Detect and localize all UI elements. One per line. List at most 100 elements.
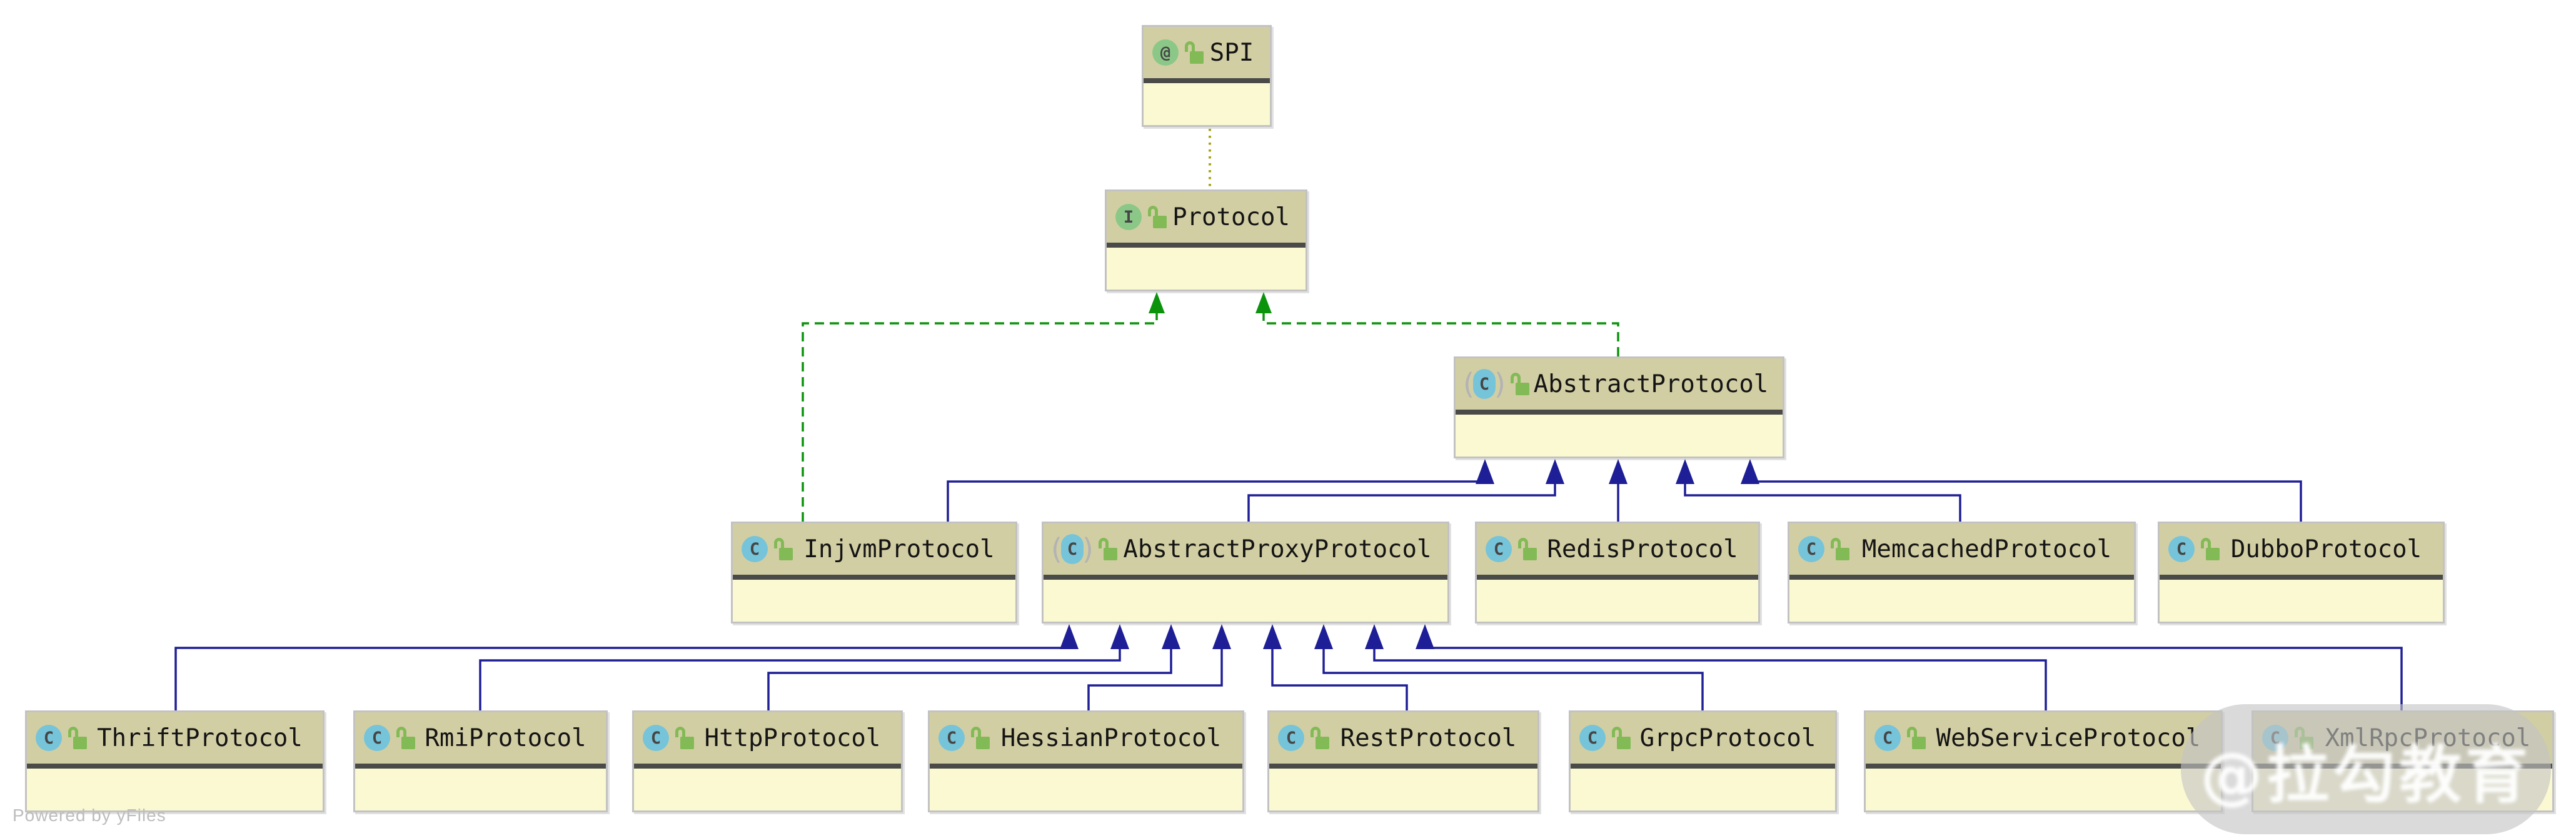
uml-node-hessian-protocol[interactable]: ( C ) HessianProtocol [928, 710, 1244, 812]
node-label: Protocol [1172, 203, 1290, 231]
node-label: RmiProtocol [425, 724, 586, 752]
node-body-compartment [1044, 580, 1447, 622]
node-header: ( C ) AbstractProtocol [1456, 358, 1783, 415]
abstract-class-icon: ( C ) [1463, 367, 1506, 401]
class-icon: ( C ) [1486, 536, 1512, 562]
stereotype-badge: C [1874, 725, 1901, 751]
stereotype-badge: C [1472, 369, 1496, 399]
stereotype-badge: C [1278, 725, 1304, 751]
node-header: ( C ) RedisProtocol [1477, 523, 1758, 580]
abstract-paren-left: ( [1463, 367, 1474, 401]
node-header: ( @ ) SPI [1144, 27, 1270, 83]
stereotype-badge: C [1486, 536, 1512, 562]
abstract-class-icon: ( C ) [1051, 534, 1094, 564]
node-header: ( C ) RmiProtocol [355, 712, 606, 769]
node-body-compartment [1456, 415, 1783, 457]
class-icon: ( C ) [643, 725, 669, 751]
node-header: ( C ) ThriftProtocol [27, 712, 323, 769]
node-label: HttpProtocol [704, 724, 881, 752]
uml-node-abstract-protocol[interactable]: ( C ) AbstractProtocol [1454, 356, 1784, 458]
uml-node-abstract-proxy-protocol[interactable]: ( C ) AbstractProxyProtocol [1042, 522, 1449, 623]
uml-node-rest-protocol[interactable]: ( C ) RestProtocol [1267, 710, 1539, 812]
public-open-lock-icon [1831, 538, 1849, 560]
edge-generalization-rmi-protocol-to-abstract-proxy-protocol [479, 624, 1129, 710]
stereotype-badge: I [1115, 204, 1142, 230]
class-icon: ( C ) [742, 536, 768, 562]
stereotype-badge: C [2168, 536, 2195, 562]
node-header: ( C ) AbstractProxyProtocol [1044, 523, 1447, 580]
stereotype-badge: C [364, 725, 390, 751]
node-body-compartment [1269, 769, 1537, 810]
uml-node-redis-protocol[interactable]: ( C ) RedisProtocol [1475, 522, 1760, 623]
node-label: AbstractProtocol [1533, 370, 1769, 398]
uml-node-grpc-protocol[interactable]: ( C ) GrpcProtocol [1569, 710, 1837, 812]
public-open-lock-icon [774, 538, 793, 560]
node-body-compartment [355, 769, 606, 810]
node-header: ( C ) DubboProtocol [2160, 523, 2443, 580]
node-body-compartment [930, 769, 1242, 810]
edge-generalization-hessian-protocol-to-abstract-proxy-protocol [1087, 624, 1231, 710]
class-icon: ( C ) [1579, 725, 1606, 751]
uml-node-thrift-protocol[interactable]: ( C ) ThriftProtocol [25, 710, 325, 812]
node-body-compartment [1571, 769, 1835, 810]
node-body-compartment [634, 769, 901, 810]
uml-node-injvm-protocol[interactable]: ( C ) InjvmProtocol [731, 522, 1017, 623]
node-label: SPI [1209, 38, 1254, 67]
watermark-badge: @拉勾教育 [2181, 704, 2551, 834]
edge-generalization-rest-protocol-to-abstract-proxy-protocol [1263, 624, 1408, 710]
node-body-compartment [1477, 580, 1758, 622]
node-header: ( C ) InjvmProtocol [733, 523, 1015, 580]
uml-node-rmi-protocol[interactable]: ( C ) RmiProtocol [353, 710, 608, 812]
stereotype-badge: C [36, 725, 62, 751]
edge-generalization-injvm-protocol-to-abstract-protocol [947, 459, 1494, 522]
class-icon: ( C ) [1874, 725, 1901, 751]
edge-generalization-grpc-protocol-to-abstract-proxy-protocol [1314, 624, 1704, 710]
node-body-compartment [1789, 580, 2134, 622]
uml-node-dubbo-protocol[interactable]: ( C ) DubboProtocol [2158, 522, 2445, 623]
node-body-compartment [1144, 83, 1270, 125]
stereotype-badge: C [742, 536, 768, 562]
stereotype-badge: C [1579, 725, 1606, 751]
class-icon: ( C ) [1278, 725, 1304, 751]
public-open-lock-icon [2201, 538, 2220, 560]
stereotype-badge: C [1060, 534, 1084, 564]
node-body-compartment [2160, 580, 2443, 622]
public-open-lock-icon [1510, 373, 1529, 395]
powered-by-yfiles: Powered by yFiles [13, 805, 166, 825]
uml-node-web-service-protocol[interactable]: ( C ) WebServiceProtocol [1864, 710, 2223, 812]
edge-realization-injvm-protocol-to-protocol [802, 292, 1165, 522]
interface-icon: ( I ) [1115, 204, 1142, 230]
node-header: ( I ) Protocol [1107, 191, 1306, 248]
public-open-lock-icon [1311, 727, 1329, 749]
annotation-icon: ( @ ) [1152, 39, 1179, 66]
stereotype-badge: C [938, 725, 965, 751]
public-open-lock-icon [68, 727, 87, 749]
uml-node-http-protocol[interactable]: ( C ) HttpProtocol [632, 710, 903, 812]
stereotype-badge: C [643, 725, 669, 751]
public-open-lock-icon [971, 727, 990, 749]
uml-node-memcached-protocol[interactable]: ( C ) MemcachedProtocol [1788, 522, 2136, 623]
public-open-lock-icon [1148, 206, 1167, 228]
node-label: GrpcProtocol [1639, 724, 1816, 752]
uml-node-spi[interactable]: ( @ ) SPI [1142, 25, 1272, 127]
public-open-lock-icon [1907, 727, 1926, 749]
edge-generalization-xml-rpc-protocol-to-abstract-proxy-protocol [1416, 624, 2403, 710]
abstract-paren-right: ) [1494, 367, 1506, 401]
class-icon: ( C ) [1798, 536, 1824, 562]
public-open-lock-icon [396, 727, 415, 749]
edge-generalization-memcached-protocol-to-abstract-protocol [1676, 459, 1961, 522]
node-header: ( C ) GrpcProtocol [1571, 712, 1835, 769]
class-icon: ( C ) [36, 725, 62, 751]
class-icon: ( C ) [364, 725, 390, 751]
stereotype-badge: @ [1152, 39, 1179, 66]
public-open-lock-icon [1518, 538, 1537, 560]
edge-generalization-redis-protocol-to-abstract-protocol [1609, 459, 1628, 522]
node-header: ( C ) RestProtocol [1269, 712, 1537, 769]
stereotype-badge: C [1798, 536, 1824, 562]
uml-node-protocol[interactable]: ( I ) Protocol [1105, 189, 1307, 291]
node-label: RedisProtocol [1547, 535, 1738, 563]
node-body-compartment [733, 580, 1015, 622]
edge-realization-abstract-protocol-to-protocol [1255, 292, 1619, 356]
node-label: HessianProtocol [1000, 724, 1222, 752]
public-open-lock-icon [1185, 41, 1204, 64]
